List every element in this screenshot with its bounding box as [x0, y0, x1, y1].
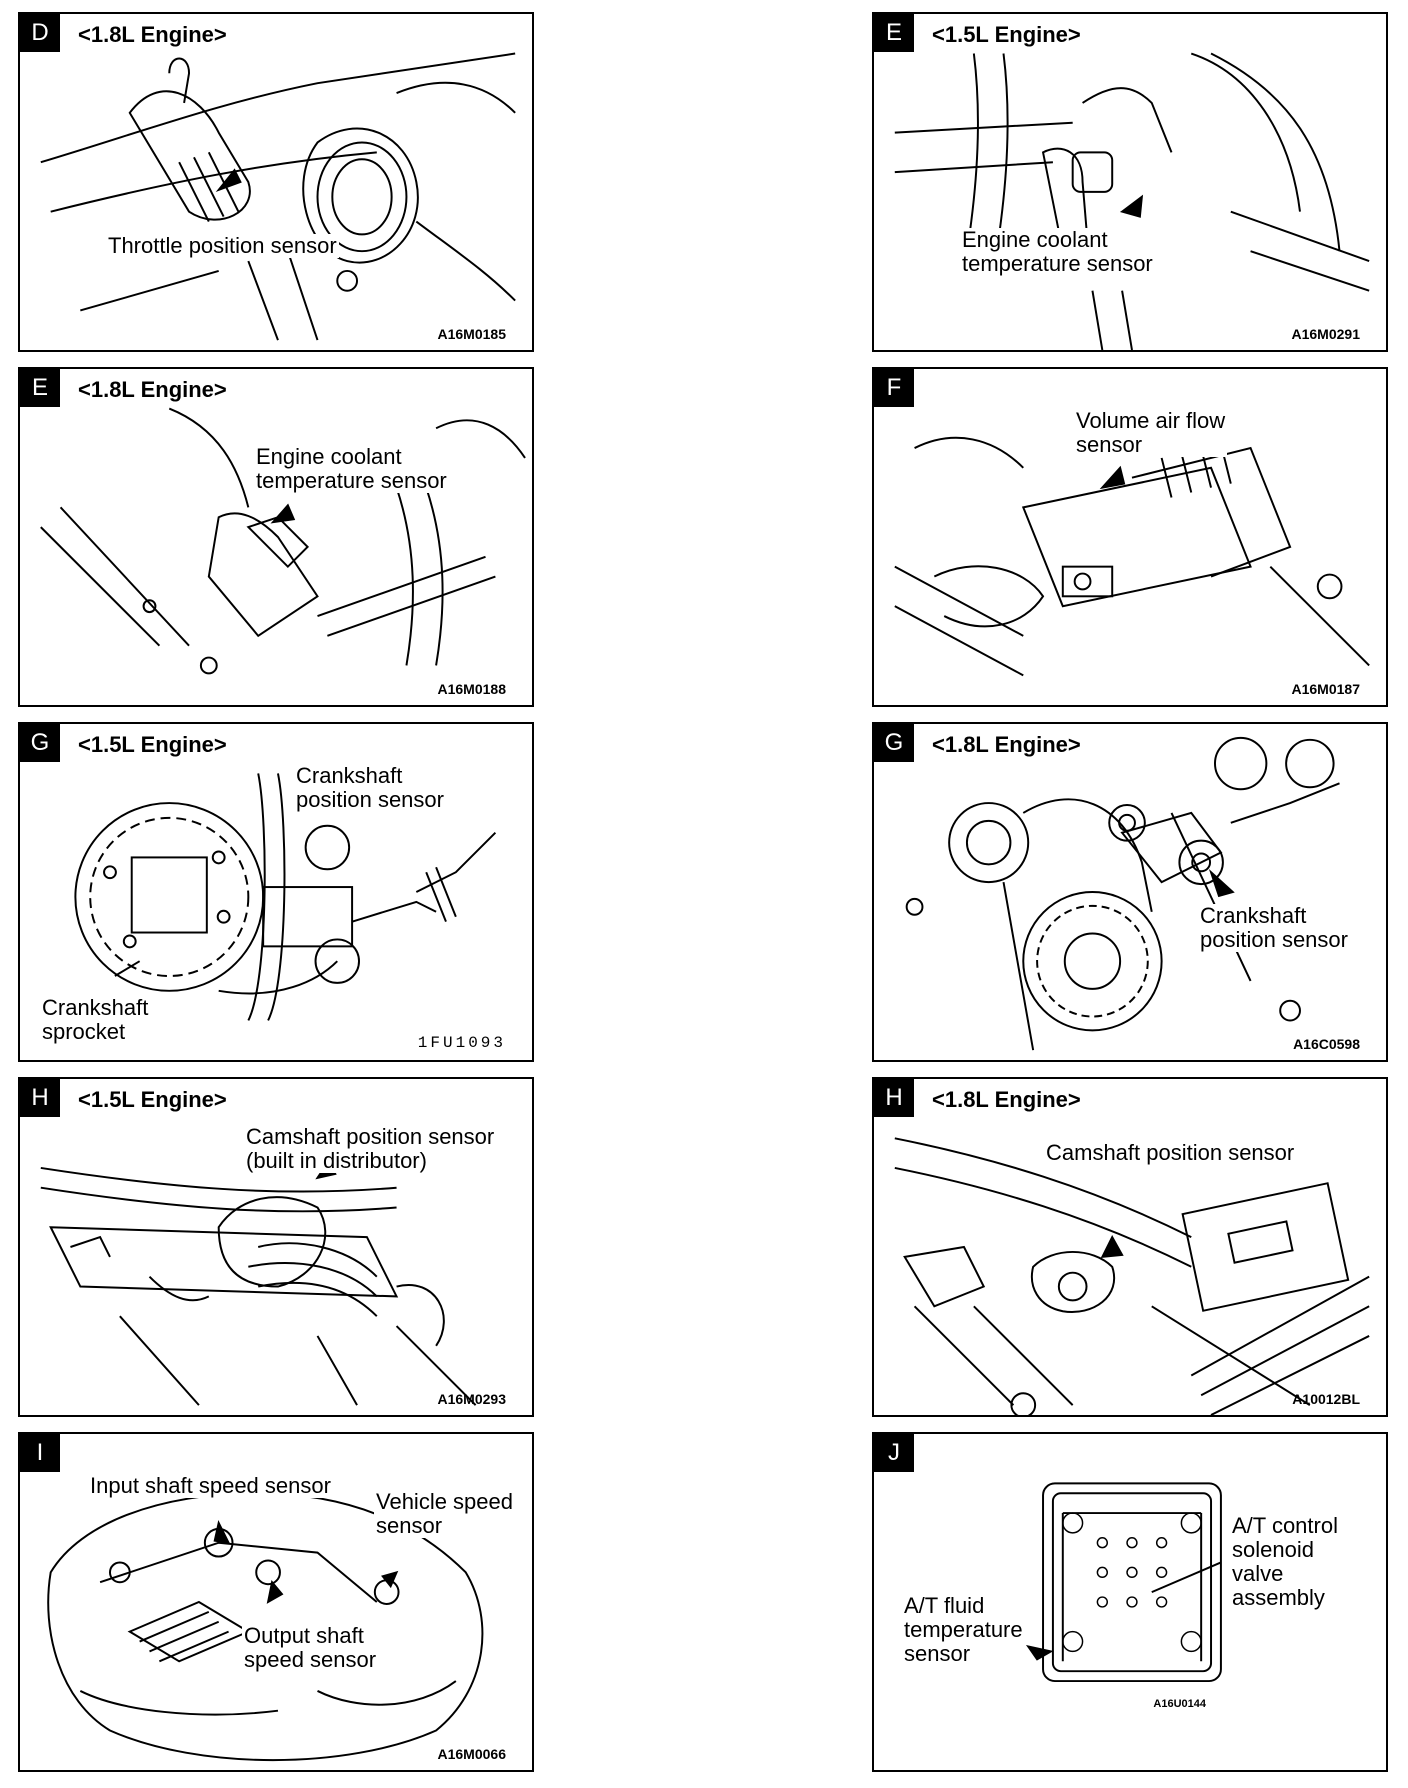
panel-j: J A/T control solenoid valve assembly A/…	[872, 1432, 1388, 1772]
panel-g-1-5l: G <1.5L Engine> Crankshaft position sens…	[18, 722, 534, 1062]
figure-code: A16U0144	[1153, 1698, 1206, 1710]
vehicle-speed-sensor-label: Vehicle speed sensor	[374, 1489, 515, 1538]
engine-label: <1.8L Engine>	[930, 1087, 1083, 1113]
engine-coolant-temperature-sensor-label: Engine coolant temperature sensor	[254, 444, 449, 493]
figure-code: A16M0187	[1291, 681, 1361, 697]
valve-body-illustration	[1025, 1482, 1222, 1683]
at-fluid-temperature-sensor-label: A/T fluid temperature sensor	[902, 1593, 1025, 1666]
panel-i: I Input shaft speed sensor Vehicle speed…	[18, 1432, 534, 1772]
figure-code: A16M0066	[437, 1746, 507, 1762]
panel-g-1-8l: G <1.8L Engine> Crankshaft position sens…	[872, 722, 1388, 1062]
air-cleaner-illustration	[894, 436, 1370, 677]
engine-label: <1.8L Engine>	[76, 22, 229, 48]
panel-letter: E	[874, 14, 914, 52]
output-shaft-speed-sensor-label: Output shaft speed sensor	[242, 1623, 379, 1672]
crankshaft-position-sensor-label: Crankshaft position sensor	[294, 763, 446, 812]
panel-letter: J	[874, 1434, 914, 1472]
figure-code: A16M0293	[437, 1391, 507, 1407]
panel-h-1-8l: H <1.8L Engine> Camshaft position sensor…	[872, 1077, 1388, 1417]
figure-code: A16M0188	[437, 681, 507, 697]
throttle-body-illustration	[40, 52, 516, 341]
panel-letter: D	[20, 14, 60, 52]
at-control-solenoid-valve-assembly-label: A/T control solenoid valve assembly	[1230, 1513, 1340, 1610]
timing-belt-illustration	[905, 736, 1340, 1051]
engine-coolant-temperature-sensor-label: Engine coolant temperature sensor	[960, 227, 1155, 276]
volume-air-flow-sensor-label: Volume air flow sensor	[1074, 408, 1228, 457]
panel-f: F Volume air flow sensor A16M0187	[872, 367, 1388, 707]
crank-sprocket-illustration	[74, 773, 497, 1021]
figure-code: 1FU1093	[417, 1034, 506, 1052]
panel-h-1-5l: H <1.5L Engine> Camshaft position sensor…	[18, 1077, 534, 1417]
panel-letter: G	[874, 724, 914, 762]
engine-label: <1.8L Engine>	[76, 377, 229, 403]
crankshaft-position-sensor-label: Crankshaft position sensor	[1198, 903, 1350, 952]
distributor-illustration	[40, 1157, 477, 1406]
input-shaft-speed-sensor-label: Input shaft speed sensor	[88, 1473, 333, 1498]
panel-letter: E	[20, 369, 60, 407]
figure-code: A10012BL	[1292, 1391, 1360, 1407]
engine-hoses-illustration	[894, 52, 1370, 350]
panel-letter: F	[874, 369, 914, 407]
camshaft-position-sensor-label: Camshaft position sensor	[1044, 1140, 1297, 1165]
panel-letter: H	[20, 1079, 60, 1117]
engine-label: <1.5L Engine>	[930, 22, 1083, 48]
panel-letter: I	[20, 1434, 60, 1472]
crankshaft-sprocket-label: Crankshaft sprocket	[40, 995, 151, 1044]
throttle-position-sensor-label: Throttle position sensor	[106, 233, 339, 258]
panel-d-1-8l: D <1.8L Engine> Throttle position sensor…	[18, 12, 534, 352]
camshaft-position-sensor-label: Camshaft position sensor (built in distr…	[244, 1124, 497, 1173]
figure-code: A16M0185	[437, 326, 507, 342]
engine-label: <1.5L Engine>	[76, 732, 229, 758]
engine-label: <1.8L Engine>	[930, 732, 1083, 758]
panel-e-1-5l: E <1.5L Engine> Engine coolant temperatu…	[872, 12, 1388, 352]
panel-e-1-8l: E <1.8L Engine> Engine coolant temperatu…	[18, 367, 534, 707]
figure-code: A16C0598	[1293, 1036, 1360, 1052]
panel-letter: H	[874, 1079, 914, 1117]
engine-label: <1.5L Engine>	[76, 1087, 229, 1113]
camshaft-sensor-illustration	[894, 1137, 1370, 1415]
panel-letter: G	[20, 724, 60, 762]
coolant-sensor-illustration	[40, 407, 526, 675]
figure-code: A16M0291	[1291, 326, 1361, 342]
